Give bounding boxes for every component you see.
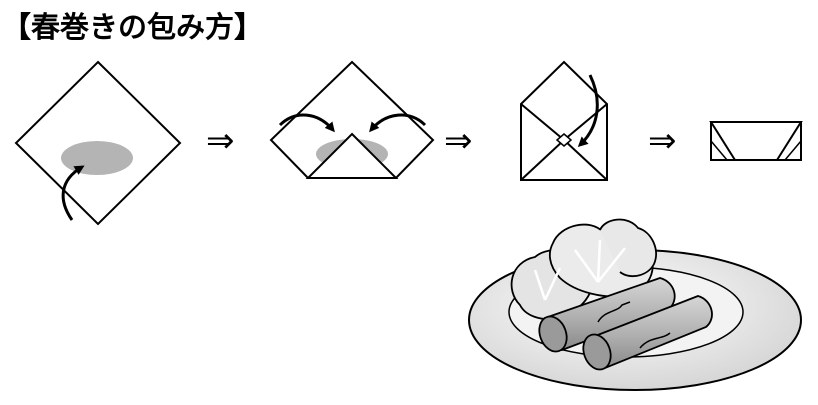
filling-shape xyxy=(61,141,133,175)
plate-illustration xyxy=(468,218,802,391)
page-title: 【春巻きの包み方】 xyxy=(2,10,264,44)
step-1-wrapper xyxy=(14,60,182,226)
step-4-rolled xyxy=(709,121,803,161)
step-2-wrapper xyxy=(269,60,435,179)
spring-roll-2 xyxy=(582,295,713,371)
step-arrow-3: ⇒ xyxy=(648,121,677,161)
fold-down-arrow-icon xyxy=(577,74,599,148)
lettuce-leaves xyxy=(510,218,657,320)
step-arrow-2: ⇒ xyxy=(444,121,473,161)
fold-up-arrow-icon xyxy=(61,165,85,221)
step-3-wrapper xyxy=(520,60,608,181)
step-arrow-1: ⇒ xyxy=(206,121,235,161)
fold-right-arrow-icon xyxy=(369,113,427,133)
fold-left-arrow-icon xyxy=(278,113,335,133)
